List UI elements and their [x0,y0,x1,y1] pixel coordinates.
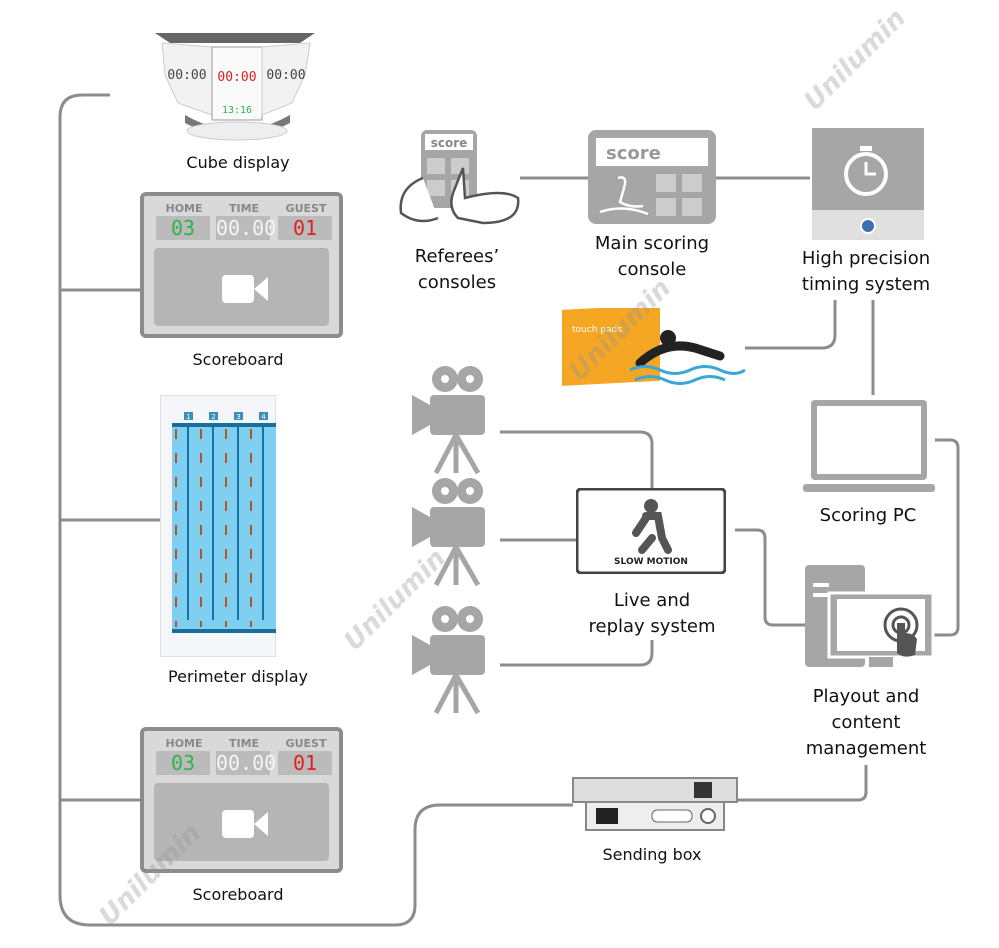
home-label: HOME [165,737,203,750]
cube-display-icon: 00:00 00:00 00:00 13:16 [155,33,315,141]
scoring-pc-label: Scoring PC [819,505,917,526]
camera-3-icon [412,606,485,715]
line-pc-playout [930,438,960,637]
sending-box-icon [572,777,738,831]
camera-1-icon [412,366,485,475]
svg-text:score: score [431,136,468,150]
stopwatch-timing-icon [812,128,924,240]
svg-text:2: 2 [211,413,215,421]
sending-box-label: Sending box [602,845,702,864]
guest-score: 01 [278,751,332,775]
svg-text:1: 1 [186,413,190,421]
time-value: 00.00 [216,216,277,240]
line-cam1-replay [500,430,654,490]
svg-text:00:00: 00:00 [266,68,305,83]
svg-text:13:16: 13:16 [222,105,252,116]
guest-label: GUEST [285,202,327,215]
slow-motion-monitor-icon: SLOW MOTION [576,488,726,574]
touch-pad-swimmer-icon: touch pads [562,308,746,386]
scoreboard-top-icon: HOME TIME GUEST 03 00.00 01 [140,192,343,338]
line-replay-playout [735,528,805,627]
time-label: TIME [228,737,260,750]
line-playout-sendingbox [738,765,868,802]
svg-text:00:00: 00:00 [217,70,256,85]
camera-2-icon [412,478,485,587]
home-label: HOME [165,202,203,215]
svg-text:3: 3 [236,413,240,421]
home-score: 03 [156,216,210,240]
video-camera-icon [222,275,268,303]
perimeter-display-icon: 1 2 3 4 [160,395,276,657]
svg-text:touch pads: touch pads [572,325,622,335]
guest-label: GUEST [285,737,327,750]
trunk-line [58,93,573,927]
scoreboard-bottom-label: Scoreboard [192,885,284,904]
time-value: 00.00 [216,751,277,775]
svg-text:SLOW MOTION: SLOW MOTION [614,557,688,567]
svg-text:4: 4 [261,413,266,421]
time-label: TIME [228,202,260,215]
scoreboard-bottom-icon: HOME TIME GUEST 03 00.00 01 [140,727,343,873]
scoreboard-top-label: Scoreboard [192,350,284,369]
cube-display-label: Cube display [186,153,290,172]
referees-label: Referees’consoles [414,246,500,293]
home-score: 03 [156,751,210,775]
line-touchpad-timing [745,300,837,350]
main-scoring-console-icon: score [588,130,716,224]
guest-score: 01 [278,216,332,240]
playout-computer-icon [805,565,935,667]
line-cam3-replay [500,640,654,667]
svg-text:00:00: 00:00 [167,68,206,83]
perimeter-display-label: Perimeter display [168,667,308,686]
laptop-icon [803,400,935,492]
svg-text:score: score [606,143,661,164]
referee-console-icon: score [399,130,520,225]
video-camera-icon [222,810,268,838]
